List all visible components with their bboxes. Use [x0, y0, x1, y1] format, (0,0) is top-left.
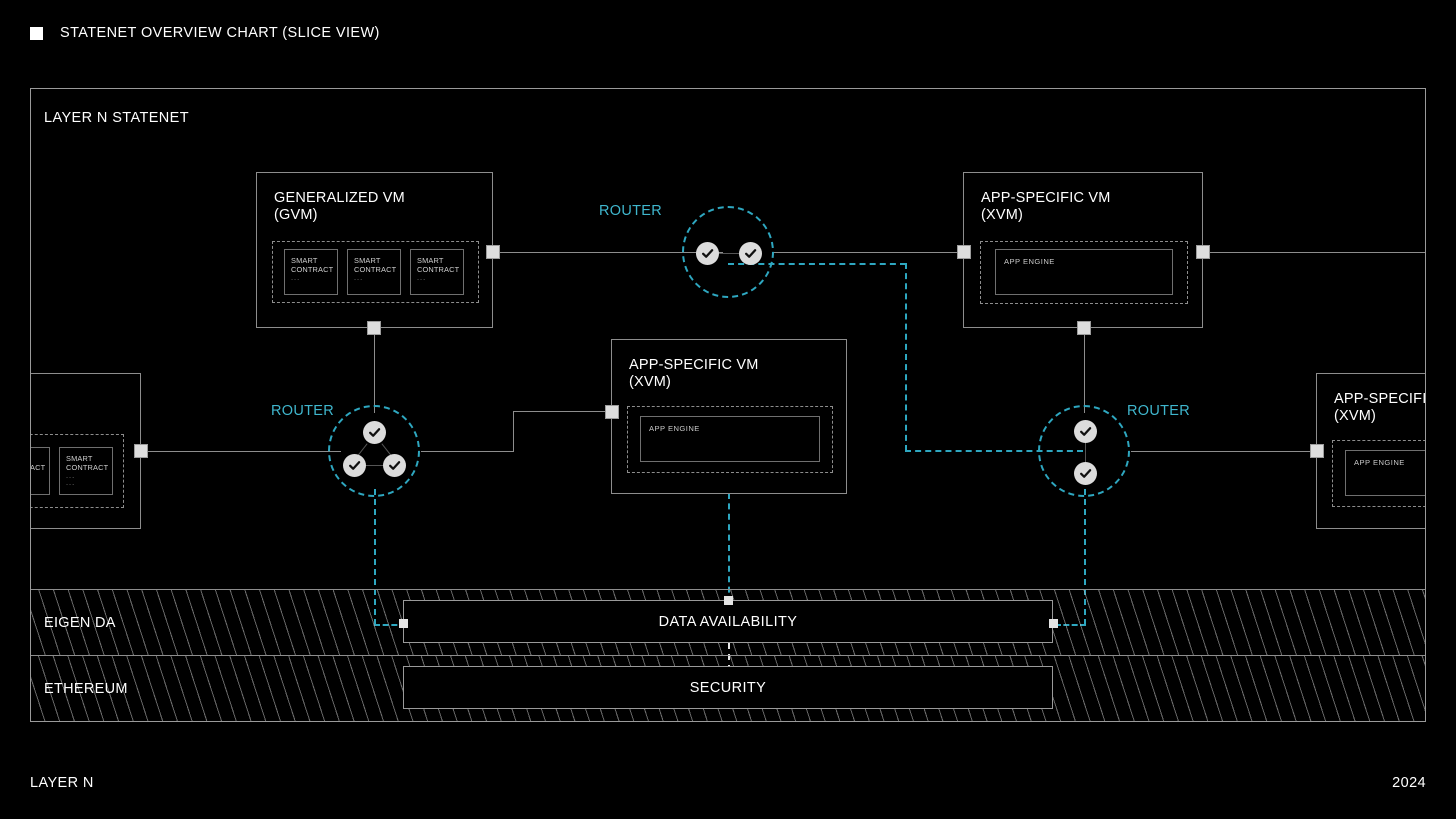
smart-contract-label: SMART CONTRACT — [291, 256, 334, 274]
smart-contract-dots: ... — [291, 273, 301, 283]
connector-knob-da-top[interactable] — [724, 596, 733, 605]
connector-knob-da-right[interactable] — [1049, 619, 1058, 628]
xvm-right-title: APP-SPECIFIC (XVM) — [1334, 391, 1425, 424]
smart-contract-dots: ... — [354, 273, 364, 283]
connector-knob-xvm-right-left[interactable] — [1310, 444, 1324, 458]
xvm-center-title: APP-SPECIFIC VM (XVM) — [629, 357, 759, 390]
gvm-title: GENERALIZED VM (GVM) — [274, 190, 405, 223]
connector-knob-da-left[interactable] — [399, 619, 408, 628]
cyan-center-xvm-to-da — [728, 493, 730, 603]
connector-knob-xvm-tr-right[interactable] — [1196, 245, 1210, 259]
connector-knob-gvm-bottom[interactable] — [367, 321, 381, 335]
router-check-icon — [1074, 420, 1097, 443]
edge-leftvm-to-router-left — [141, 451, 341, 452]
edge-router-left-step-c — [513, 411, 618, 412]
router-check-icon — [739, 242, 762, 265]
smart-contract-label: SMART CONTRACT — [66, 454, 109, 472]
bar-label-data-availability: DATA AVAILABILITY — [658, 613, 798, 630]
edge-router-right-to-xvm-r — [1131, 451, 1317, 452]
router-check-icon — [343, 454, 366, 477]
vm-left-clipped[interactable]: SMART CONTRACT SMART CONTRACT ... ... — [30, 373, 141, 529]
edge-router-left-step-b — [513, 411, 514, 452]
router-top[interactable] — [682, 206, 774, 298]
router-right-label: ROUTER — [1127, 403, 1191, 419]
footer-right: 2024 — [1392, 775, 1426, 791]
xvm-center-dashed-zone — [627, 406, 833, 473]
bar-label-security: SECURITY — [689, 679, 767, 696]
smart-contract-box[interactable]: SMART CONTRACT — [30, 447, 50, 495]
vm-app-specific-right-clipped[interactable]: APP-SPECIFIC (XVM) APP ENGINE — [1316, 373, 1425, 529]
edge-xvm-tr-to-right — [1209, 252, 1425, 253]
router-link — [359, 465, 391, 466]
bar-security[interactable]: SECURITY — [403, 666, 1053, 709]
router-link — [719, 253, 741, 254]
smart-contract-box[interactable]: SMART CONTRACT ... — [410, 249, 464, 295]
xvm-tr-title: APP-SPECIFIC VM (XVM) — [981, 190, 1111, 223]
smart-contract-label: SMART CONTRACT — [30, 462, 46, 472]
router-check-icon — [363, 421, 386, 444]
edge-router-left-step-a — [421, 451, 513, 452]
cyan-router-right-south — [1084, 489, 1086, 625]
frame-title: LAYER N STATENET — [44, 110, 189, 126]
router-left-label: ROUTER — [271, 403, 335, 419]
page-title: STATENET OVERVIEW CHART (SLICE VIEW) — [60, 25, 380, 41]
smart-contract-box[interactable]: SMART CONTRACT ... — [347, 249, 401, 295]
footer-left: LAYER N — [30, 775, 94, 791]
router-check-icon — [696, 242, 719, 265]
cyan-router-top-east — [728, 263, 906, 265]
bar-data-availability[interactable]: DATA AVAILABILITY — [403, 600, 1053, 643]
smart-contract-box[interactable]: SMART CONTRACT ... ... — [59, 447, 113, 495]
cyan-router-top-south — [905, 263, 907, 451]
connector-knob-xvm-tr-bottom[interactable] — [1077, 321, 1091, 335]
app-engine-label: APP ENGINE — [649, 424, 700, 433]
connector-knob-xvm-tr-left[interactable] — [957, 245, 971, 259]
xvm-tr-dashed-zone — [980, 241, 1188, 304]
edge-xvm-tr-to-router-right — [1084, 328, 1085, 413]
vm-generalized[interactable]: GENERALIZED VM (GVM) SMART CONTRACT ... … — [256, 172, 493, 328]
app-engine-box[interactable]: APP ENGINE — [1345, 450, 1425, 496]
router-left[interactable] — [328, 405, 420, 497]
edge-gvm-to-router-top — [493, 252, 723, 253]
connector-knob-gvm-right[interactable] — [486, 245, 500, 259]
cyan-router-left-south — [374, 489, 376, 625]
left-vm-dashed-zone — [31, 434, 124, 508]
router-check-icon — [383, 454, 406, 477]
vm-app-specific-center[interactable]: APP-SPECIFIC VM (XVM) APP ENGINE — [611, 339, 847, 494]
app-engine-label: APP ENGINE — [1004, 257, 1055, 266]
square-marker-icon — [30, 26, 43, 40]
band-label-ethereum: ETHEREUM — [44, 681, 128, 697]
smart-contract-dots: ... — [417, 273, 427, 283]
router-link — [1085, 442, 1086, 464]
statenet-frame: LAYER N STATENET — [30, 88, 1426, 722]
smart-contract-label: SMART CONTRACT — [417, 256, 460, 274]
edge-router-top-to-xvm-tr — [773, 252, 969, 253]
band-label-eigen-da: EIGEN DA — [44, 614, 116, 631]
vm-app-specific-top-right[interactable]: APP-SPECIFIC VM (XVM) APP ENGINE — [963, 172, 1203, 328]
xvm-right-dashed-zone — [1332, 440, 1425, 507]
edge-gvm-to-router-left — [374, 328, 375, 413]
smart-contract-dots: ... — [66, 478, 76, 488]
page-header: STATENET OVERVIEW CHART (SLICE VIEW) — [30, 25, 380, 41]
cyan-to-router-right — [905, 450, 1083, 452]
router-check-icon — [1074, 462, 1097, 485]
router-top-label: ROUTER — [599, 203, 663, 219]
smart-contract-box[interactable]: SMART CONTRACT ... — [284, 249, 338, 295]
router-right[interactable] — [1038, 405, 1130, 497]
app-engine-label: APP ENGINE — [1354, 458, 1405, 467]
gvm-dashed-zone — [272, 241, 479, 303]
connector-knob-left-vm[interactable] — [134, 444, 148, 458]
connector-knob-center-left[interactable] — [605, 405, 619, 419]
app-engine-box[interactable]: APP ENGINE — [640, 416, 820, 462]
smart-contract-label: SMART CONTRACT — [354, 256, 397, 274]
app-engine-box[interactable]: APP ENGINE — [995, 249, 1173, 295]
smart-contract-dots: ... — [66, 471, 76, 481]
